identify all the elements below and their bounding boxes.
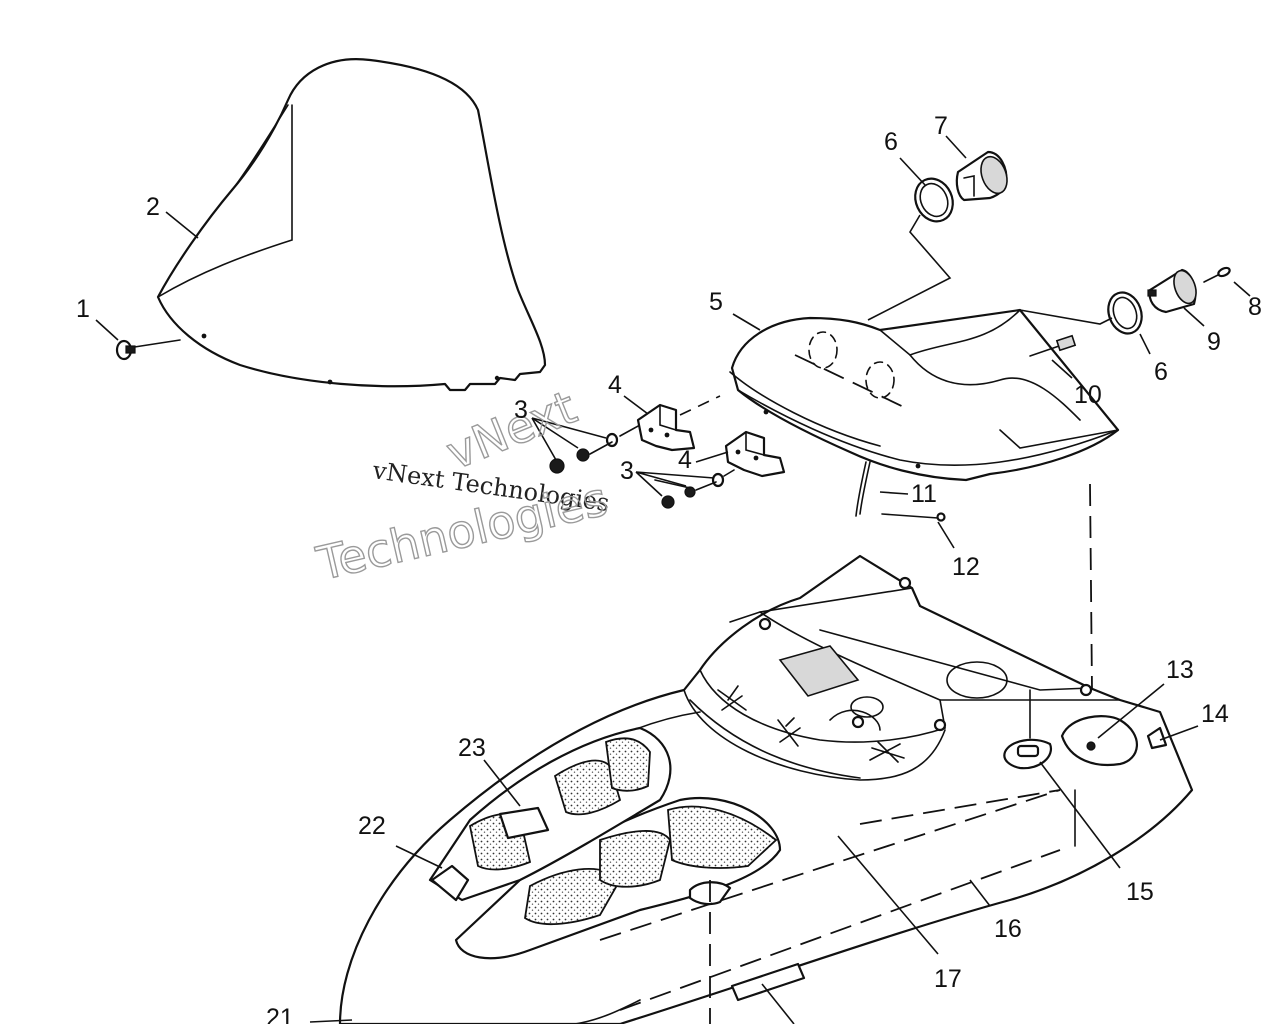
bulb-part-8 <box>1203 266 1231 283</box>
bezel-ring-part-6-lower <box>1107 291 1143 335</box>
callout-7: 7 <box>934 112 948 140</box>
bezel-ring-part-6-upper <box>914 177 954 223</box>
callout-13: 13 <box>1166 656 1194 684</box>
fastener-set-part-3-lower <box>654 469 735 509</box>
callout-1: 1 <box>76 295 90 323</box>
callout-10: 10 <box>1074 381 1102 409</box>
callout-labels: 1 2 3 3 4 4 5 6 6 7 8 9 10 11 12 13 14 1… <box>76 112 1262 1024</box>
gauge-part-7 <box>955 150 1008 202</box>
bracket-part-4-upper <box>636 395 721 452</box>
callout-17: 17 <box>934 965 962 993</box>
callout-5: 5 <box>709 288 723 316</box>
callout-22: 22 <box>358 812 386 840</box>
instrument-pod-part-5 <box>729 308 1120 482</box>
callout-2: 2 <box>146 193 160 221</box>
callout-15: 15 <box>1126 878 1154 906</box>
callout-4-upper: 4 <box>608 371 622 399</box>
callout-3-lower: 3 <box>620 457 634 485</box>
windshield-part-2 <box>156 58 547 392</box>
wire-part-11 <box>855 461 871 517</box>
fastener-set-part-3-upper <box>549 424 641 474</box>
callout-11: 11 <box>911 480 937 508</box>
callout-16: 16 <box>994 915 1022 943</box>
callout-21: 21 <box>266 1004 294 1024</box>
callout-4-lower: 4 <box>678 446 692 474</box>
watermark: vNext Technologies vNext Technologies <box>311 379 613 592</box>
bracket-part-4-lower <box>724 430 786 478</box>
callout-8: 8 <box>1248 293 1262 321</box>
callout-6-upper: 6 <box>884 128 898 156</box>
callout-9: 9 <box>1207 328 1221 356</box>
pin-part-12 <box>881 512 946 522</box>
callout-14: 14 <box>1201 700 1229 728</box>
callout-23: 23 <box>458 734 486 762</box>
callout-3-upper: 3 <box>514 396 528 424</box>
callout-6-lower: 6 <box>1154 358 1168 386</box>
callout-leaders <box>95 135 1251 1024</box>
screw-part-1 <box>115 339 181 361</box>
connector-part-10 <box>1029 334 1077 357</box>
callout-12: 12 <box>952 553 980 581</box>
assembly-leaders-top <box>867 214 1113 691</box>
hood-body <box>338 554 1194 1024</box>
gauge-part-9 <box>1147 268 1197 314</box>
